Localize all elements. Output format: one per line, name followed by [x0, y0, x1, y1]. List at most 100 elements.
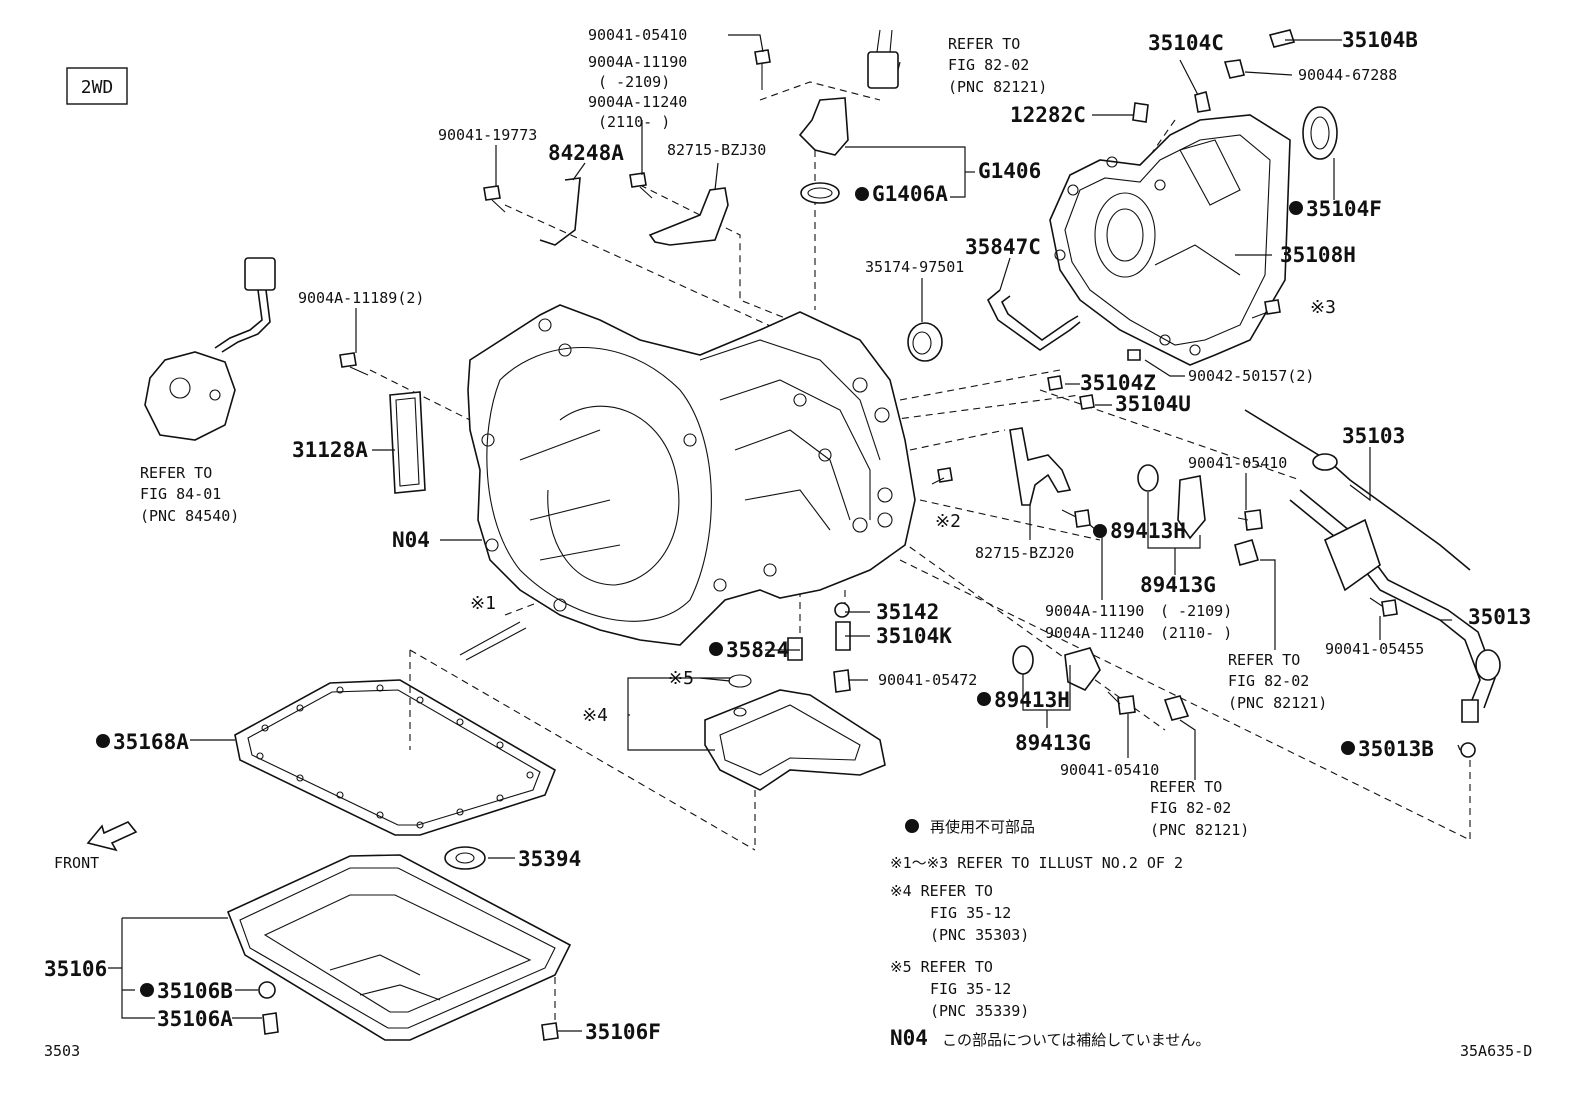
label-9004a-11240-top: 9004A-11240	[588, 93, 687, 111]
legend-note-5-line1: ※5 REFER TO	[890, 958, 993, 976]
legend-bullet-note: 再使用不可部品	[930, 818, 1035, 836]
label-35103: 35103	[1342, 424, 1405, 448]
label-84248a: 84248A	[548, 141, 624, 165]
gasket-35394	[444, 846, 486, 870]
label-35013: 35013	[1468, 605, 1531, 629]
extension-housing-35108h	[1049, 114, 1291, 366]
label-90041-05410-top: 90041-05410	[588, 26, 687, 44]
breather-hose-35847c	[987, 289, 1081, 351]
oil-seal-35104f	[1302, 106, 1338, 160]
legend: 再使用不可部品 ※1～※3 REFER TO ILLUST NO.2 OF 2 …	[890, 818, 1210, 1050]
speed-sensor-lower	[1012, 645, 1190, 721]
label-9004a-11240-mid: 9004A-11240	[1045, 624, 1144, 642]
ref-low-line1: REFER TO	[1150, 778, 1222, 796]
label-89413h-b: 89413H	[994, 688, 1070, 712]
label-g1406a: G1406A	[872, 182, 948, 206]
speed-sensor-upper	[1137, 464, 1260, 566]
label-90042-50157: 90042-50157(2)	[1188, 367, 1314, 385]
non-reusable-bullet-icon	[1341, 741, 1355, 755]
label-range-2109-mid: ( -2109)	[1160, 602, 1232, 620]
label-89413g-b: 89413G	[1015, 731, 1091, 755]
legend-note-1-3: ※1～※3 REFER TO ILLUST NO.2 OF 2	[890, 854, 1183, 872]
non-reusable-bullet-icon	[1289, 201, 1303, 215]
legend-note-n04-code: N04	[890, 1026, 928, 1050]
ref-top-line3: (PNC 82121)	[948, 78, 1047, 96]
label-35106: 35106	[44, 957, 107, 981]
connector-top	[867, 29, 899, 89]
label-x5: ※5	[668, 668, 694, 689]
label-front: FRONT	[54, 854, 99, 872]
ref-left-line1: REFER TO	[140, 464, 212, 482]
label-89413h-a: 89413H	[1110, 519, 1186, 543]
legend-note-5-line3: (PNC 35339)	[930, 1002, 1029, 1020]
ref-left-line3: (PNC 84540)	[140, 507, 239, 525]
label-35106a: 35106A	[157, 1007, 233, 1031]
label-35013b: 35013B	[1358, 737, 1434, 761]
oil-pan-gasket-35168a	[234, 679, 556, 836]
ref-low-line2: FIG 82-02	[1150, 799, 1231, 817]
seal-35174-97501	[907, 322, 943, 362]
legend-note-4-line1: ※4 REFER TO	[890, 882, 993, 900]
drawing-code: 35A635-D	[1460, 1042, 1532, 1060]
non-reusable-bullet-icon	[855, 187, 869, 201]
badge-2wd: 2WD	[66, 67, 128, 105]
label-35104k: 35104K	[876, 624, 952, 648]
label-35847c: 35847C	[965, 235, 1041, 259]
label-90041-05410-low: 90041-05410	[1060, 761, 1159, 779]
bracket-82715-bzj20	[1009, 427, 1072, 506]
ref-mid-line2: FIG 82-02	[1228, 672, 1309, 690]
label-x1: ※1	[470, 593, 496, 614]
label-35106f: 35106F	[585, 1020, 661, 1044]
leader-lines	[108, 34, 1461, 1032]
label-35168a: 35168A	[113, 730, 189, 754]
non-reusable-bullet-icon	[1093, 524, 1107, 538]
label-g1406: G1406	[978, 159, 1041, 183]
label-range-2110-top: (2110- )	[598, 113, 670, 131]
ref-mid-line1: REFER TO	[1228, 651, 1300, 669]
label-82715-bzj20: 82715-BZJ20	[975, 544, 1074, 562]
label-35104f: 35104F	[1306, 197, 1382, 221]
label-82715-bzj30: 82715-BZJ30	[667, 141, 766, 159]
label-9004a-11190-top: 9004A-11190	[588, 53, 687, 71]
label-90041-19773: 90041-19773	[438, 126, 537, 144]
label-35174-97501: 35174-97501	[865, 258, 964, 276]
label-range-2110-mid: (2110- )	[1160, 624, 1232, 642]
non-reusable-bullet-icon	[905, 819, 919, 833]
label-31128a: 31128A	[292, 438, 368, 462]
label-90041-05455: 90041-05455	[1325, 640, 1424, 658]
svg-text:2WD: 2WD	[81, 77, 114, 98]
label-x4: ※4	[582, 705, 608, 726]
label-89413g-a: 89413G	[1140, 573, 1216, 597]
oil-dipstick-35103	[1244, 409, 1471, 571]
ref-mid-line3: (PNC 82121)	[1228, 694, 1327, 712]
label-90041-05410-mid: 90041-05410	[1188, 454, 1287, 472]
non-reusable-bullet-icon	[140, 983, 154, 997]
non-reusable-bullet-icon	[709, 642, 723, 656]
label-35104u: 35104U	[1115, 392, 1191, 416]
ref-top-line1: REFER TO	[948, 35, 1020, 53]
oil-strainer	[704, 674, 886, 791]
bracket-82715-bzj30	[648, 187, 729, 246]
bracket-84248a	[539, 177, 581, 246]
label-9004a-11189: 9004A-11189(2)	[298, 289, 424, 307]
label-x3: ※3	[1310, 297, 1336, 318]
bolts	[258, 29, 1476, 1041]
ref-low-line3: (PNC 82121)	[1150, 821, 1249, 839]
label-range-2109-top: ( -2109)	[598, 73, 670, 91]
label-12282c: 12282C	[1010, 103, 1086, 127]
legend-note-n04-text: この部品については補給していません。	[942, 1031, 1210, 1049]
label-35104z: 35104Z	[1080, 371, 1156, 395]
label-35142: 35142	[876, 600, 939, 624]
label-35104b: 35104B	[1342, 28, 1418, 52]
label-90044-67288: 90044-67288	[1298, 66, 1397, 84]
label-35394: 35394	[518, 847, 581, 871]
neutral-start-switch	[144, 257, 276, 441]
label-35104c: 35104C	[1148, 31, 1224, 55]
legend-note-4-line2: FIG 35-12	[930, 904, 1011, 922]
legend-note-5-line2: FIG 35-12	[930, 980, 1011, 998]
label-9004a-11190-mid: 9004A-11190	[1045, 602, 1144, 620]
plate-31128a	[389, 391, 426, 494]
transmission-case-n04	[467, 304, 916, 646]
label-90041-05472: 90041-05472	[878, 671, 977, 689]
